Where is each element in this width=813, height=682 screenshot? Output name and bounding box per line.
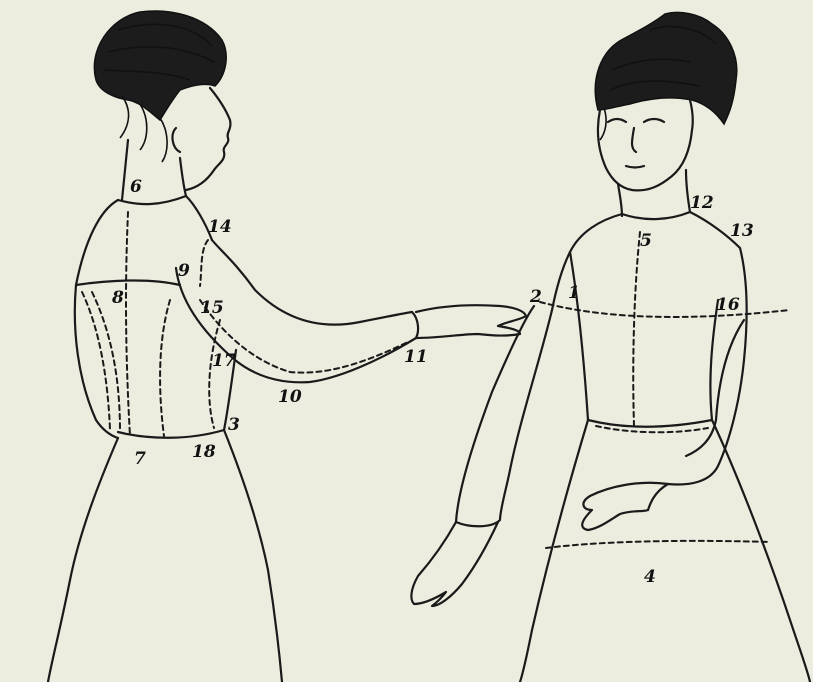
label-8: 8 <box>111 288 124 308</box>
label-17: 17 <box>212 351 236 371</box>
front-figure-skirt <box>520 420 810 682</box>
label-7: 7 <box>134 449 146 469</box>
back-guide-side-back2 <box>92 292 120 432</box>
back-guide-side-back <box>82 292 110 430</box>
front-guide-center <box>633 232 640 426</box>
label-14: 14 <box>208 217 232 237</box>
front-figure-nose <box>632 128 636 152</box>
label-1: 1 <box>568 283 580 303</box>
front-view-figure <box>411 12 810 682</box>
front-figure-mouth <box>626 166 644 168</box>
label-15: 15 <box>200 298 224 318</box>
label-9: 9 <box>178 261 190 281</box>
label-13: 13 <box>730 221 754 241</box>
label-6: 6 <box>130 177 142 197</box>
front-figure-face <box>598 100 693 190</box>
label-3: 3 <box>228 415 240 435</box>
back-figure-waist <box>118 430 224 438</box>
front-figure-shoulder-left <box>552 214 622 310</box>
back-guide-armscye <box>200 240 208 286</box>
back-guide-princess <box>160 300 170 436</box>
label-12: 12 <box>690 193 714 213</box>
back-guide-center <box>126 212 130 436</box>
front-figure-neck <box>618 170 690 216</box>
back-figure-skirt <box>48 430 282 682</box>
front-figure-side-left <box>570 252 588 420</box>
measurement-labels: 6 14 9 8 15 17 3 7 18 10 11 2 1 5 12 13 … <box>111 177 754 587</box>
front-figure-collar <box>622 212 690 219</box>
label-16: 16 <box>716 295 740 315</box>
back-figure-hair <box>94 11 226 162</box>
back-figure-cuff <box>412 312 418 338</box>
label-11: 11 <box>404 347 428 367</box>
back-figure-arm-upper <box>212 240 412 325</box>
front-figure-hand-right <box>582 483 668 530</box>
back-figure-face <box>186 88 230 190</box>
back-figure-chest-line <box>76 280 180 285</box>
front-figure-hair <box>595 12 736 140</box>
front-guide-hip <box>546 541 770 548</box>
label-4: 4 <box>644 567 656 587</box>
label-10: 10 <box>278 387 302 407</box>
back-view-figure <box>48 11 526 682</box>
front-figure-eyes <box>608 119 664 122</box>
back-figure-ear <box>173 128 180 152</box>
front-figure-waist <box>588 420 712 427</box>
front-figure-arm-left <box>456 306 552 526</box>
label-18: 18 <box>192 442 216 462</box>
back-figure-bodice-outline <box>75 200 118 438</box>
front-figure-arm-right <box>648 248 747 510</box>
label-5: 5 <box>640 231 652 251</box>
label-2: 2 <box>529 287 542 307</box>
front-figure-hand-left <box>411 522 498 606</box>
back-figure-hand <box>416 305 526 338</box>
back-figure-collar <box>118 196 186 204</box>
